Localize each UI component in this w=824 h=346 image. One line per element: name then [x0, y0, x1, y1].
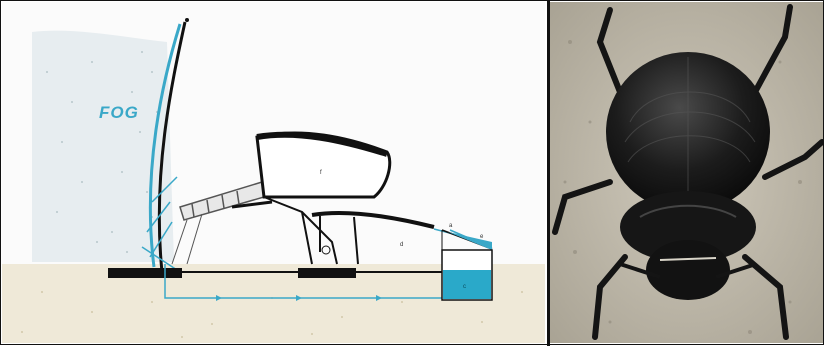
beetle-photo — [550, 2, 823, 343]
svg-text:e: e — [480, 234, 484, 240]
ramp-supports — [172, 214, 202, 264]
svg-text:d: d — [400, 242, 403, 248]
beetle-illustration — [550, 2, 823, 343]
mast-top-marker — [185, 18, 189, 22]
beetle-head — [646, 240, 730, 300]
stair-ramp — [180, 182, 264, 220]
lower-platform — [312, 213, 434, 227]
water-tank-fill — [443, 270, 491, 299]
fog-collector-diagram: f d c a — [2, 2, 545, 343]
fog-label: FOG — [99, 103, 139, 123]
svg-text:c: c — [463, 284, 466, 290]
habitat-pod — [257, 133, 390, 197]
diagram-svg: f d c a — [2, 2, 545, 343]
roof-ramp-fill — [448, 232, 492, 250]
svg-text:a: a — [449, 223, 453, 229]
